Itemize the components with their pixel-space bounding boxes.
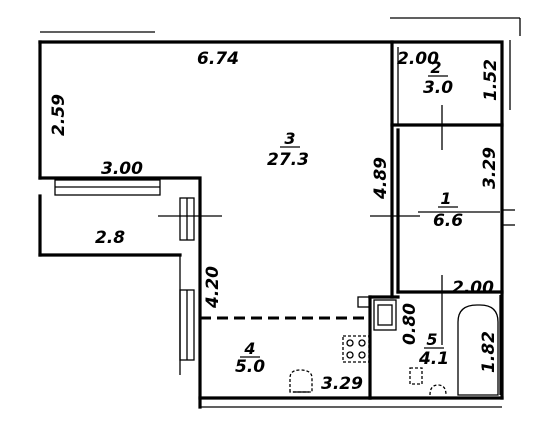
- room-5-area: 4.1: [418, 349, 449, 369]
- duct: [357, 296, 371, 308]
- room-2-area: 3.0: [423, 78, 453, 98]
- bathroom-cabinet: [373, 299, 397, 331]
- dim-room2-height: 1.52: [481, 59, 501, 101]
- room-1-number: 1: [440, 189, 451, 208]
- stove-burner: [346, 339, 354, 347]
- bathroom-cabinet-inner: [377, 304, 393, 326]
- dim-room5-width: 2.00: [452, 278, 494, 298]
- main-room-wall-top-right: [38, 40, 394, 299]
- dim-balcony-width: 3.00: [101, 159, 143, 179]
- stove-burner: [346, 351, 354, 359]
- room-3-area: 27.3: [267, 150, 309, 170]
- kitchen-sink: [289, 369, 313, 393]
- dim-corridor-height: 4.20: [203, 266, 223, 309]
- room-3-number: 3: [284, 129, 295, 148]
- sink: [409, 367, 423, 385]
- room-1-area: 6.6: [433, 211, 463, 231]
- bathtub: [457, 304, 499, 396]
- dim-balcony-depth: 2.8: [95, 228, 125, 248]
- room-4-area: 5.0: [235, 357, 265, 377]
- dim-room4-width: 3.29: [321, 374, 363, 394]
- dim-room5-door-width: 0.80: [400, 303, 420, 345]
- dim-room2-width: 2.00: [397, 49, 439, 69]
- dim-main-top-width: 6.74: [197, 49, 239, 69]
- room-2-number: 2: [430, 58, 441, 77]
- right-block-wall: [390, 40, 504, 400]
- dim-room1-height: 3.29: [480, 147, 500, 189]
- room-5-number: 5: [426, 330, 437, 349]
- stove-burner: [358, 351, 366, 359]
- balcony-wall: [38, 176, 202, 409]
- stove-burner: [358, 339, 366, 347]
- toilet: [429, 384, 447, 396]
- stove: [342, 335, 370, 363]
- room-4-number: 4: [243, 339, 255, 358]
- dim-main-right-height: 4.89: [371, 157, 391, 200]
- dim-room5-height: 1.82: [479, 331, 499, 373]
- dim-main-left-height: 2.59: [49, 94, 69, 136]
